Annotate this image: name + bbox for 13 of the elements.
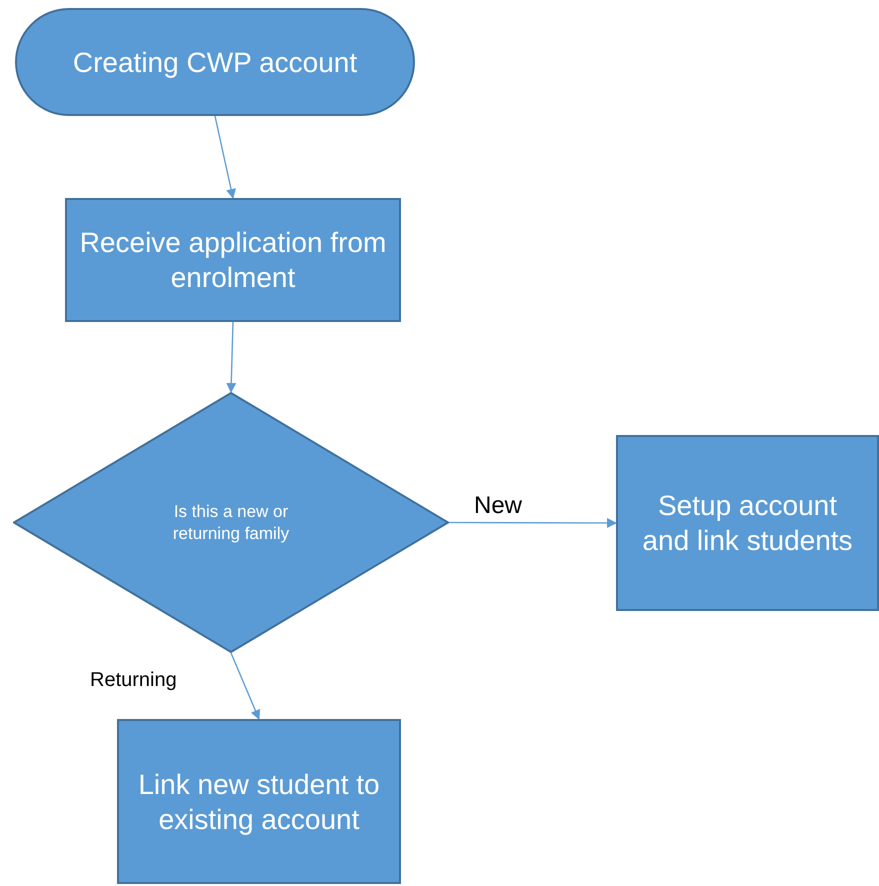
arrow (449, 518, 617, 528)
node-label: Receive application from enrolment (78, 226, 388, 295)
decision-diamond (13, 392, 449, 653)
process-box (65, 198, 401, 322)
node-label: Creating CWP account (72, 46, 358, 80)
node-label: Link new student to existing account (137, 768, 381, 836)
arrow (214, 116, 236, 199)
arrow (226, 322, 236, 393)
node-label: Is this a new or returning family (172, 501, 290, 544)
process-box (616, 435, 879, 611)
process-box (117, 719, 401, 884)
arrow (230, 652, 260, 720)
node-label: Setup account and link students (641, 489, 854, 558)
